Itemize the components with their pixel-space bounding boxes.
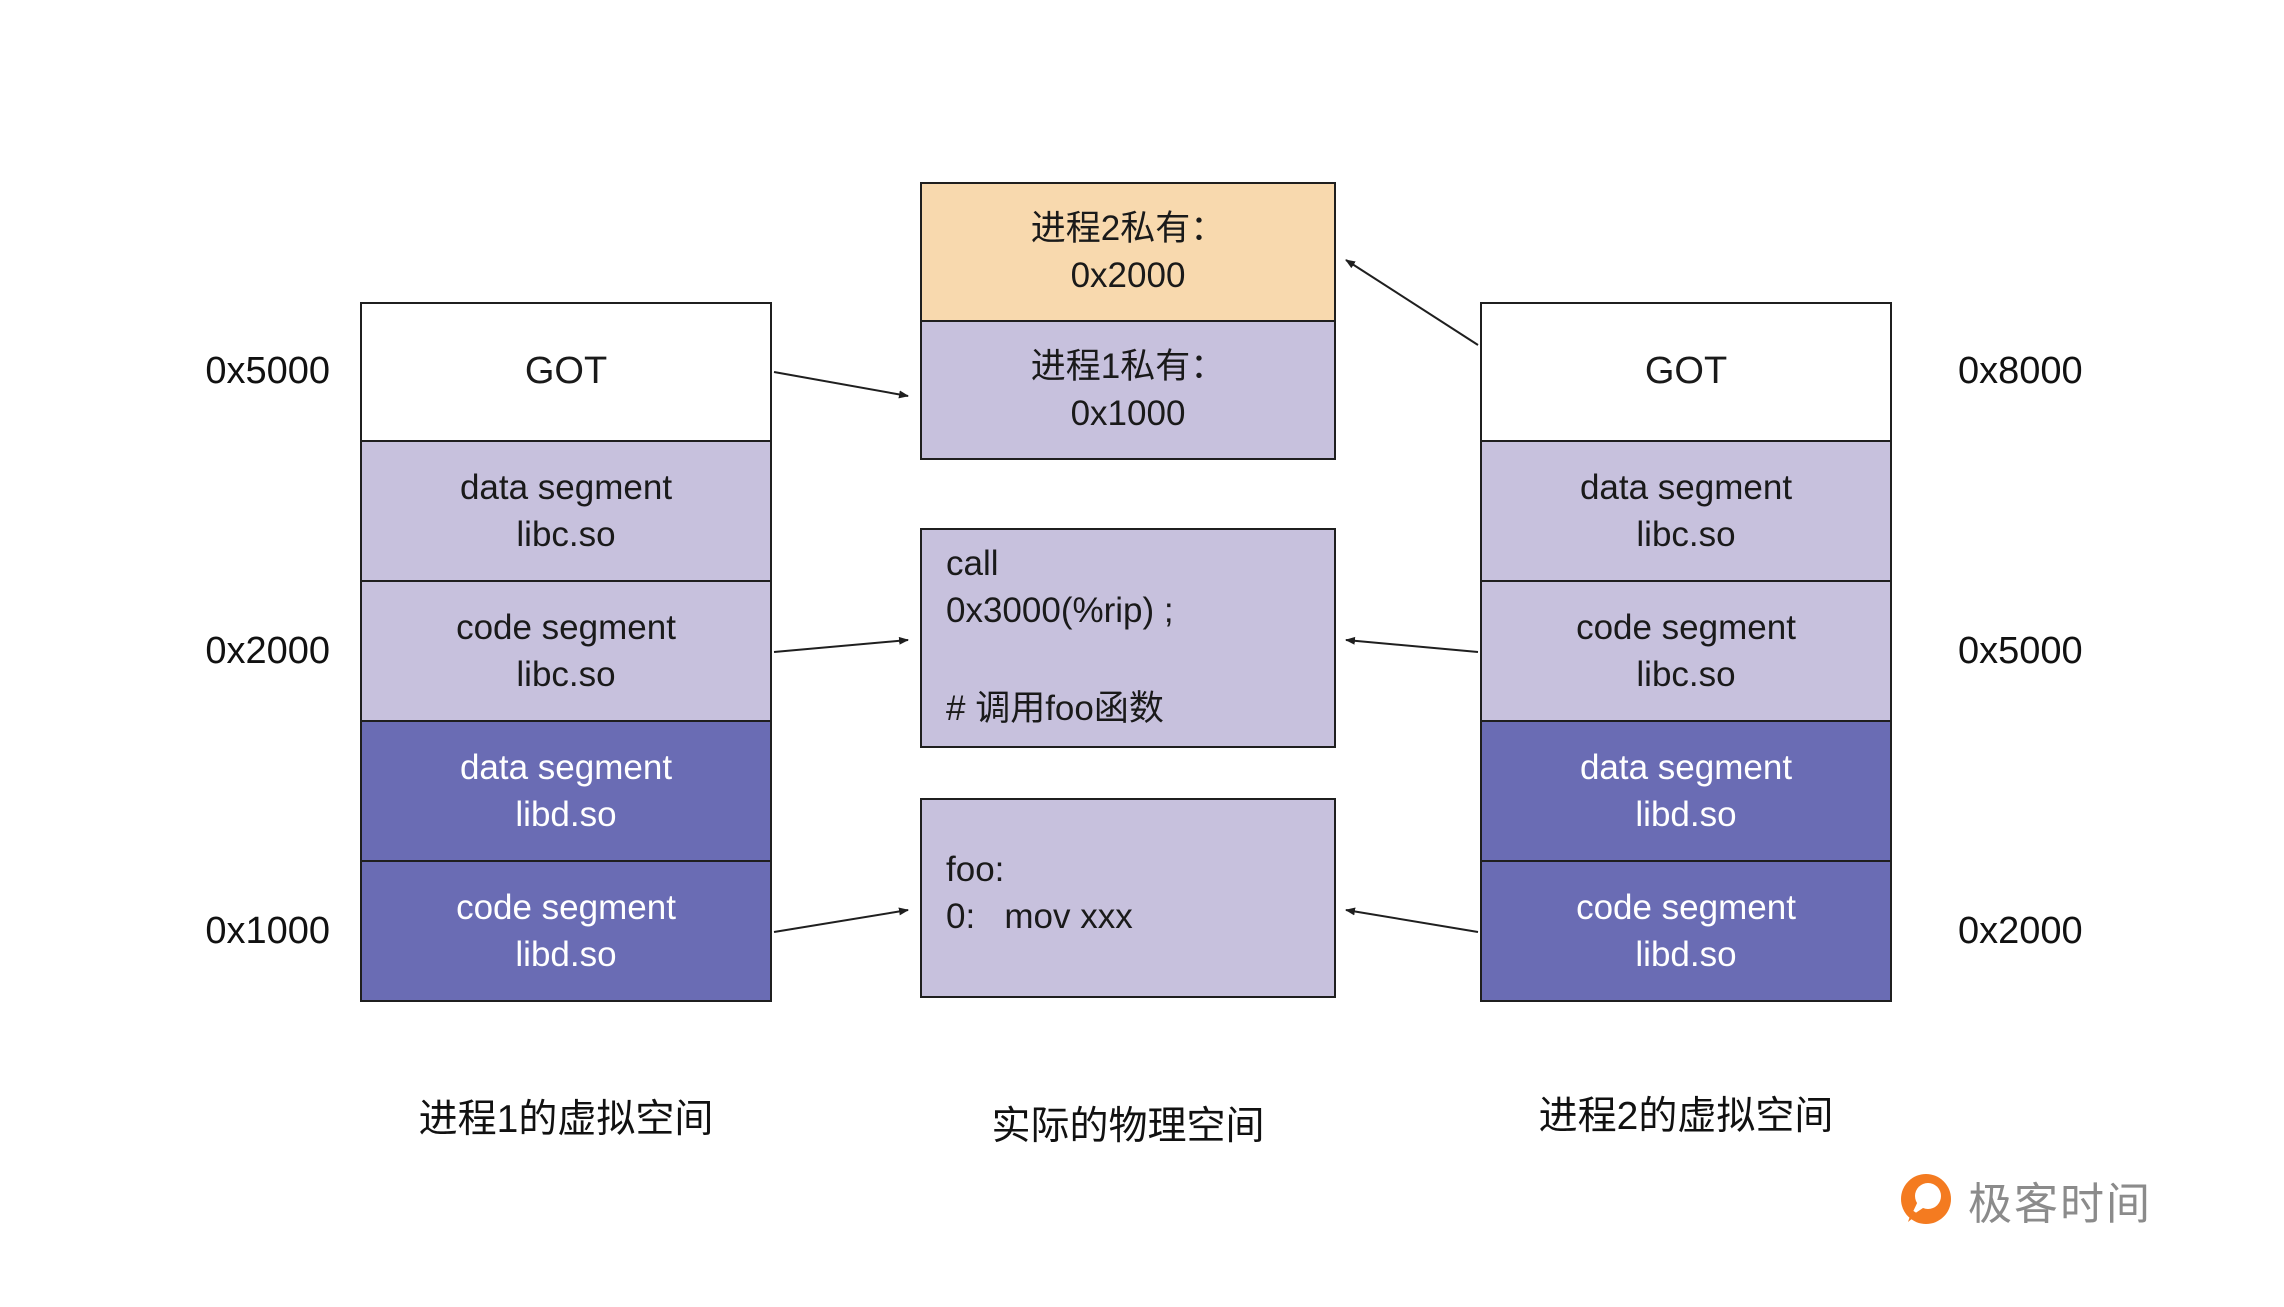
- segment-label-line2: libc.so: [1636, 655, 1736, 694]
- p1-address-code-libc: 0x2000: [205, 630, 330, 672]
- segment-label-line2: libc.so: [1636, 515, 1736, 554]
- call-line2: 0x3000(%rip) ;: [946, 591, 1174, 631]
- p1-code-segment-libd-block: code segment libd.so: [360, 860, 772, 1002]
- p2-code-segment-libd-block: code segment libd.so: [1480, 860, 1892, 1002]
- segment-label-line2: libd.so: [515, 935, 617, 974]
- p1-private-line2: 0x1000: [1070, 394, 1186, 433]
- arrow-p2-got-to-physical-got: [1345, 259, 1479, 346]
- call-line1: call: [946, 544, 999, 583]
- p1-address-code-libd: 0x1000: [205, 910, 330, 952]
- segment-label-line1: code segment: [456, 607, 676, 647]
- arrow-p1-got-to-physical-got: [773, 371, 909, 399]
- p2-code-segment-libc-block: code segment libc.so: [1480, 580, 1892, 722]
- segment-label-line2: libd.so: [515, 795, 617, 834]
- arrow-p2-code-libc-to-call-block: [1345, 636, 1479, 653]
- call-comment: # 调用foo函数: [946, 688, 1164, 728]
- physical-foo-block: foo: 0: mov xxx: [920, 798, 1336, 998]
- foo-line2: 0: mov xxx: [946, 897, 1133, 937]
- physical-call-block: call 0x3000(%rip) ; # 调用foo函数: [920, 528, 1336, 748]
- p1-address-got: 0x5000: [205, 350, 330, 392]
- segment-label-line1: code segment: [1576, 607, 1796, 647]
- p2-data-segment-libc-block: data segment libc.so: [1480, 440, 1892, 582]
- physical-got-p1-private-block: 进程1私有： 0x1000: [920, 320, 1336, 460]
- segment-label-line2: libd.so: [1635, 795, 1737, 834]
- foo-line1: foo:: [946, 850, 1005, 889]
- geektime-logo-text: 极客时间: [1968, 1180, 2152, 1229]
- p2-got-label: GOT: [1644, 350, 1728, 393]
- geektime-logo: 极客时间: [1898, 1168, 2152, 1232]
- segment-label-line2: libc.so: [516, 655, 616, 694]
- arrow-p2-code-libd-to-foo-block: [1345, 907, 1479, 933]
- segment-label-line1: code segment: [456, 887, 676, 927]
- p2-got-block: GOT: [1480, 302, 1892, 442]
- p2-data-segment-libd-block: data segment libd.so: [1480, 720, 1892, 862]
- p2-caption: 进程2的虚拟空间: [1538, 1095, 1834, 1138]
- p2-address-code-libd: 0x2000: [1958, 910, 2083, 952]
- arrow-p1-code-libc-to-call-block: [773, 636, 909, 653]
- p1-code-segment-libc-block: code segment libc.so: [360, 580, 772, 722]
- segment-label-line1: code segment: [1576, 887, 1796, 927]
- p2-private-line2: 0x2000: [1070, 256, 1186, 295]
- segment-label-line1: data segment: [459, 467, 673, 507]
- p1-got-block: GOT: [360, 302, 772, 442]
- segment-label-line1: data segment: [1579, 747, 1793, 787]
- physical-got-p2-private-block: 进程2私有： 0x2000: [920, 182, 1336, 322]
- p2-address-got: 0x8000: [1958, 350, 2083, 392]
- physical-caption: 实际的物理空间: [991, 1105, 1265, 1148]
- geektime-logo-icon: [1901, 1174, 1951, 1224]
- segment-label-line2: libd.so: [1635, 935, 1737, 974]
- p2-address-code-libc: 0x5000: [1958, 630, 2083, 672]
- segment-label-line1: data segment: [1579, 467, 1793, 507]
- segment-label-line1: data segment: [459, 747, 673, 787]
- p1-private-line1: 进程1私有：: [1030, 346, 1226, 386]
- p2-private-line1: 进程2私有：: [1030, 208, 1226, 248]
- p1-caption: 进程1的虚拟空间: [418, 1098, 714, 1141]
- segment-label-line2: libc.so: [516, 515, 616, 554]
- p1-data-segment-libd-block: data segment libd.so: [360, 720, 772, 862]
- p1-data-segment-libc-block: data segment libc.so: [360, 440, 772, 582]
- p1-got-label: GOT: [524, 350, 608, 393]
- arrow-p1-code-libd-to-foo-block: [773, 907, 909, 933]
